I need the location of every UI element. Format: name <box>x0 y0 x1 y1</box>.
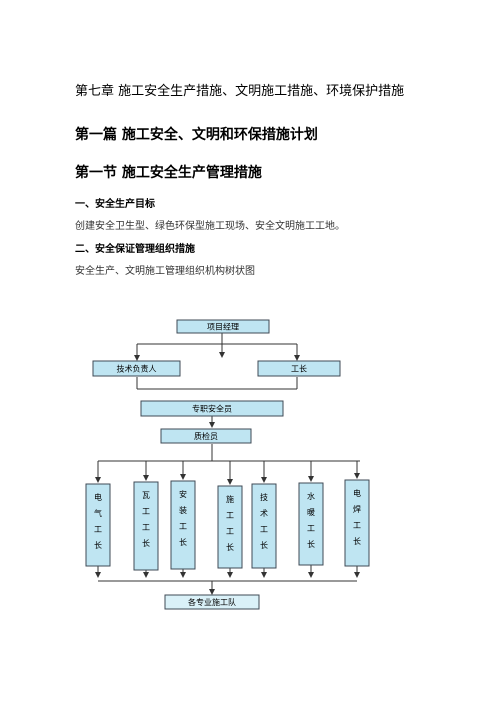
foreman-box-7-label: 电焊工长 <box>353 488 361 546</box>
chapter-title: 第七章 施工安全生产措施、文明施工措施、环境保护措施 <box>75 84 405 99</box>
subsection-heading-1: 一、安全生产目标 <box>75 199 155 210</box>
safety-officer-box-label: 专职安全员 <box>192 404 232 414</box>
site-foreman-box: 工长 <box>257 360 341 377</box>
foreman-box-3-label: 安装工长 <box>179 489 187 547</box>
foreman-box-6: 水暖工长 <box>298 482 324 566</box>
foreman-box-7: 电焊工长 <box>344 479 370 567</box>
foreman-box-1: 电气工长 <box>85 483 111 567</box>
section-title: 第一节 施工安全生产管理措施 <box>75 165 262 181</box>
subsection-text-1: 创建安全卫生型、绿色环保型施工现场、安全文明施工工地。 <box>75 221 345 232</box>
construction-teams-box: 各专业施工队 <box>164 594 260 610</box>
foreman-box-2-label: 瓦工工长 <box>142 491 150 548</box>
foreman-box-4: 施工工长 <box>217 485 243 569</box>
foreman-box-1-label: 电气工长 <box>94 492 102 550</box>
foreman-box-6-label: 水暖工长 <box>307 491 315 549</box>
foreman-box-2: 瓦工工长 <box>133 481 159 571</box>
subsection-text-2: 安全生产、文明施工管理组织机构树状图 <box>75 266 255 277</box>
quality-inspector-box: 质检员 <box>160 428 252 444</box>
tech-director-box: 技术负责人 <box>92 360 181 377</box>
site-foreman-box-label: 工长 <box>291 364 307 374</box>
quality-inspector-box-label: 质检员 <box>194 431 218 441</box>
foreman-box-5: 技术工长 <box>251 483 277 569</box>
safety-officer-box: 专职安全员 <box>140 400 284 417</box>
org-chart-connectors <box>95 332 360 595</box>
foreman-box-5-label: 技术工长 <box>260 492 268 550</box>
tech-director-box-label: 技术负责人 <box>117 364 157 374</box>
foreman-box-3: 安装工长 <box>170 480 196 570</box>
construction-teams-box-label: 各专业施工队 <box>188 597 236 607</box>
foreman-box-4-label: 施工工长 <box>226 494 234 552</box>
subsection-heading-2: 二、安全保证管理组织措施 <box>75 244 195 255</box>
part-title: 第一篇 施工安全、文明和环保措施计划 <box>75 127 318 143</box>
project-manager-box-label: 项目经理 <box>207 322 239 332</box>
project-manager-box: 项目经理 <box>176 319 270 334</box>
